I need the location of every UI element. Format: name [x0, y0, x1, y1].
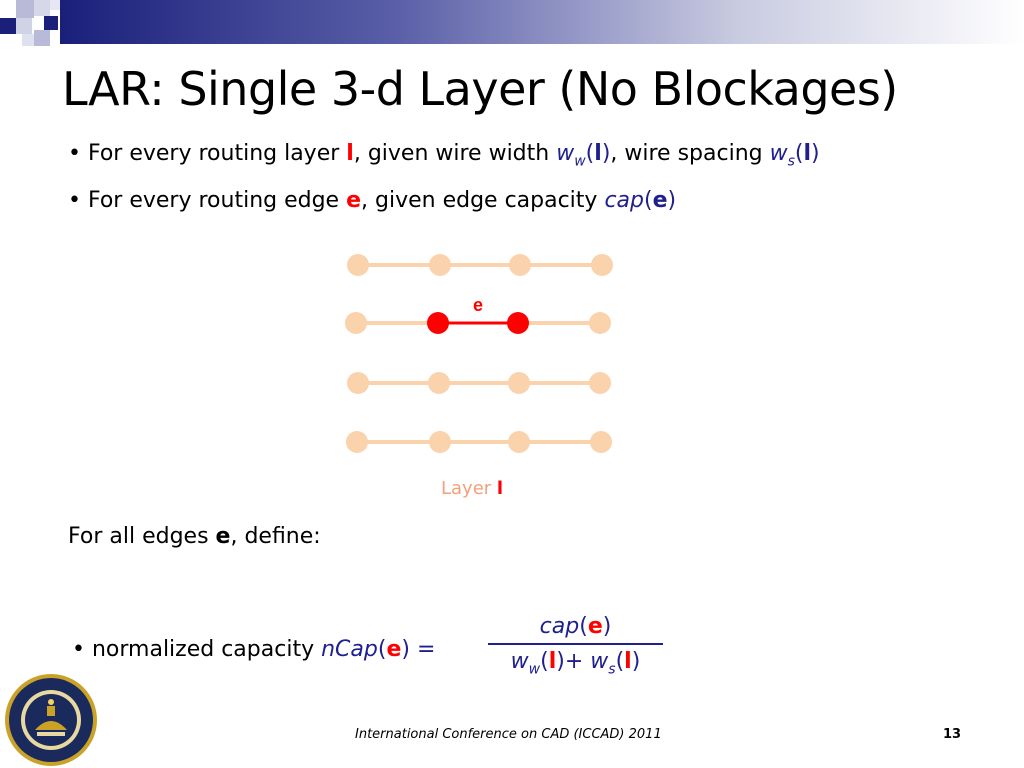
highlighted-node	[507, 312, 529, 334]
header-square	[44, 16, 58, 30]
grid-node	[591, 254, 613, 276]
fraction-numerator: cap(e)	[539, 614, 612, 639]
header-gradient-bar	[60, 0, 1024, 44]
highlighted-node	[427, 312, 449, 334]
ncap-formula-lhs: • normalized capacity nCap(e) =	[72, 637, 436, 662]
grid-node	[589, 372, 611, 394]
fraction-bar	[488, 643, 663, 645]
grid-node	[590, 431, 612, 453]
header-square	[34, 0, 50, 16]
fraction-denominator: ww(l)+ ws(l)	[510, 649, 641, 678]
ncap-fraction: cap(e) ww(l)+ ws(l)	[488, 614, 663, 677]
header-square	[50, 0, 60, 10]
footer-conference: International Conference on CAD (ICCAD) …	[355, 727, 662, 742]
page-number: 13	[943, 727, 962, 742]
header-square	[16, 18, 32, 34]
header-square	[34, 30, 50, 46]
grid-node	[429, 254, 451, 276]
grid-node	[508, 431, 530, 453]
university-seal-logo	[5, 674, 97, 766]
grid-node	[345, 312, 367, 334]
slide-title: LAR: Single 3-d Layer (No Blockages)	[62, 62, 898, 116]
define-line: For all edges e, define:	[68, 524, 321, 549]
bullet-routing-edge: • For every routing edge e, given edge c…	[68, 188, 677, 213]
grid-node	[508, 372, 530, 394]
header-square	[22, 34, 34, 46]
grid-node	[346, 431, 368, 453]
grid-node	[509, 254, 531, 276]
grid-node	[589, 312, 611, 334]
grid-node	[347, 372, 369, 394]
header-square	[16, 0, 34, 18]
layer-caption: Layer l	[441, 478, 504, 499]
bullet-routing-layer: • For every routing layer l, given wire …	[68, 141, 820, 170]
grid-node	[429, 431, 451, 453]
header-square	[0, 18, 16, 34]
grid-node	[428, 372, 450, 394]
grid-node	[347, 254, 369, 276]
edge-label: e	[473, 295, 483, 315]
